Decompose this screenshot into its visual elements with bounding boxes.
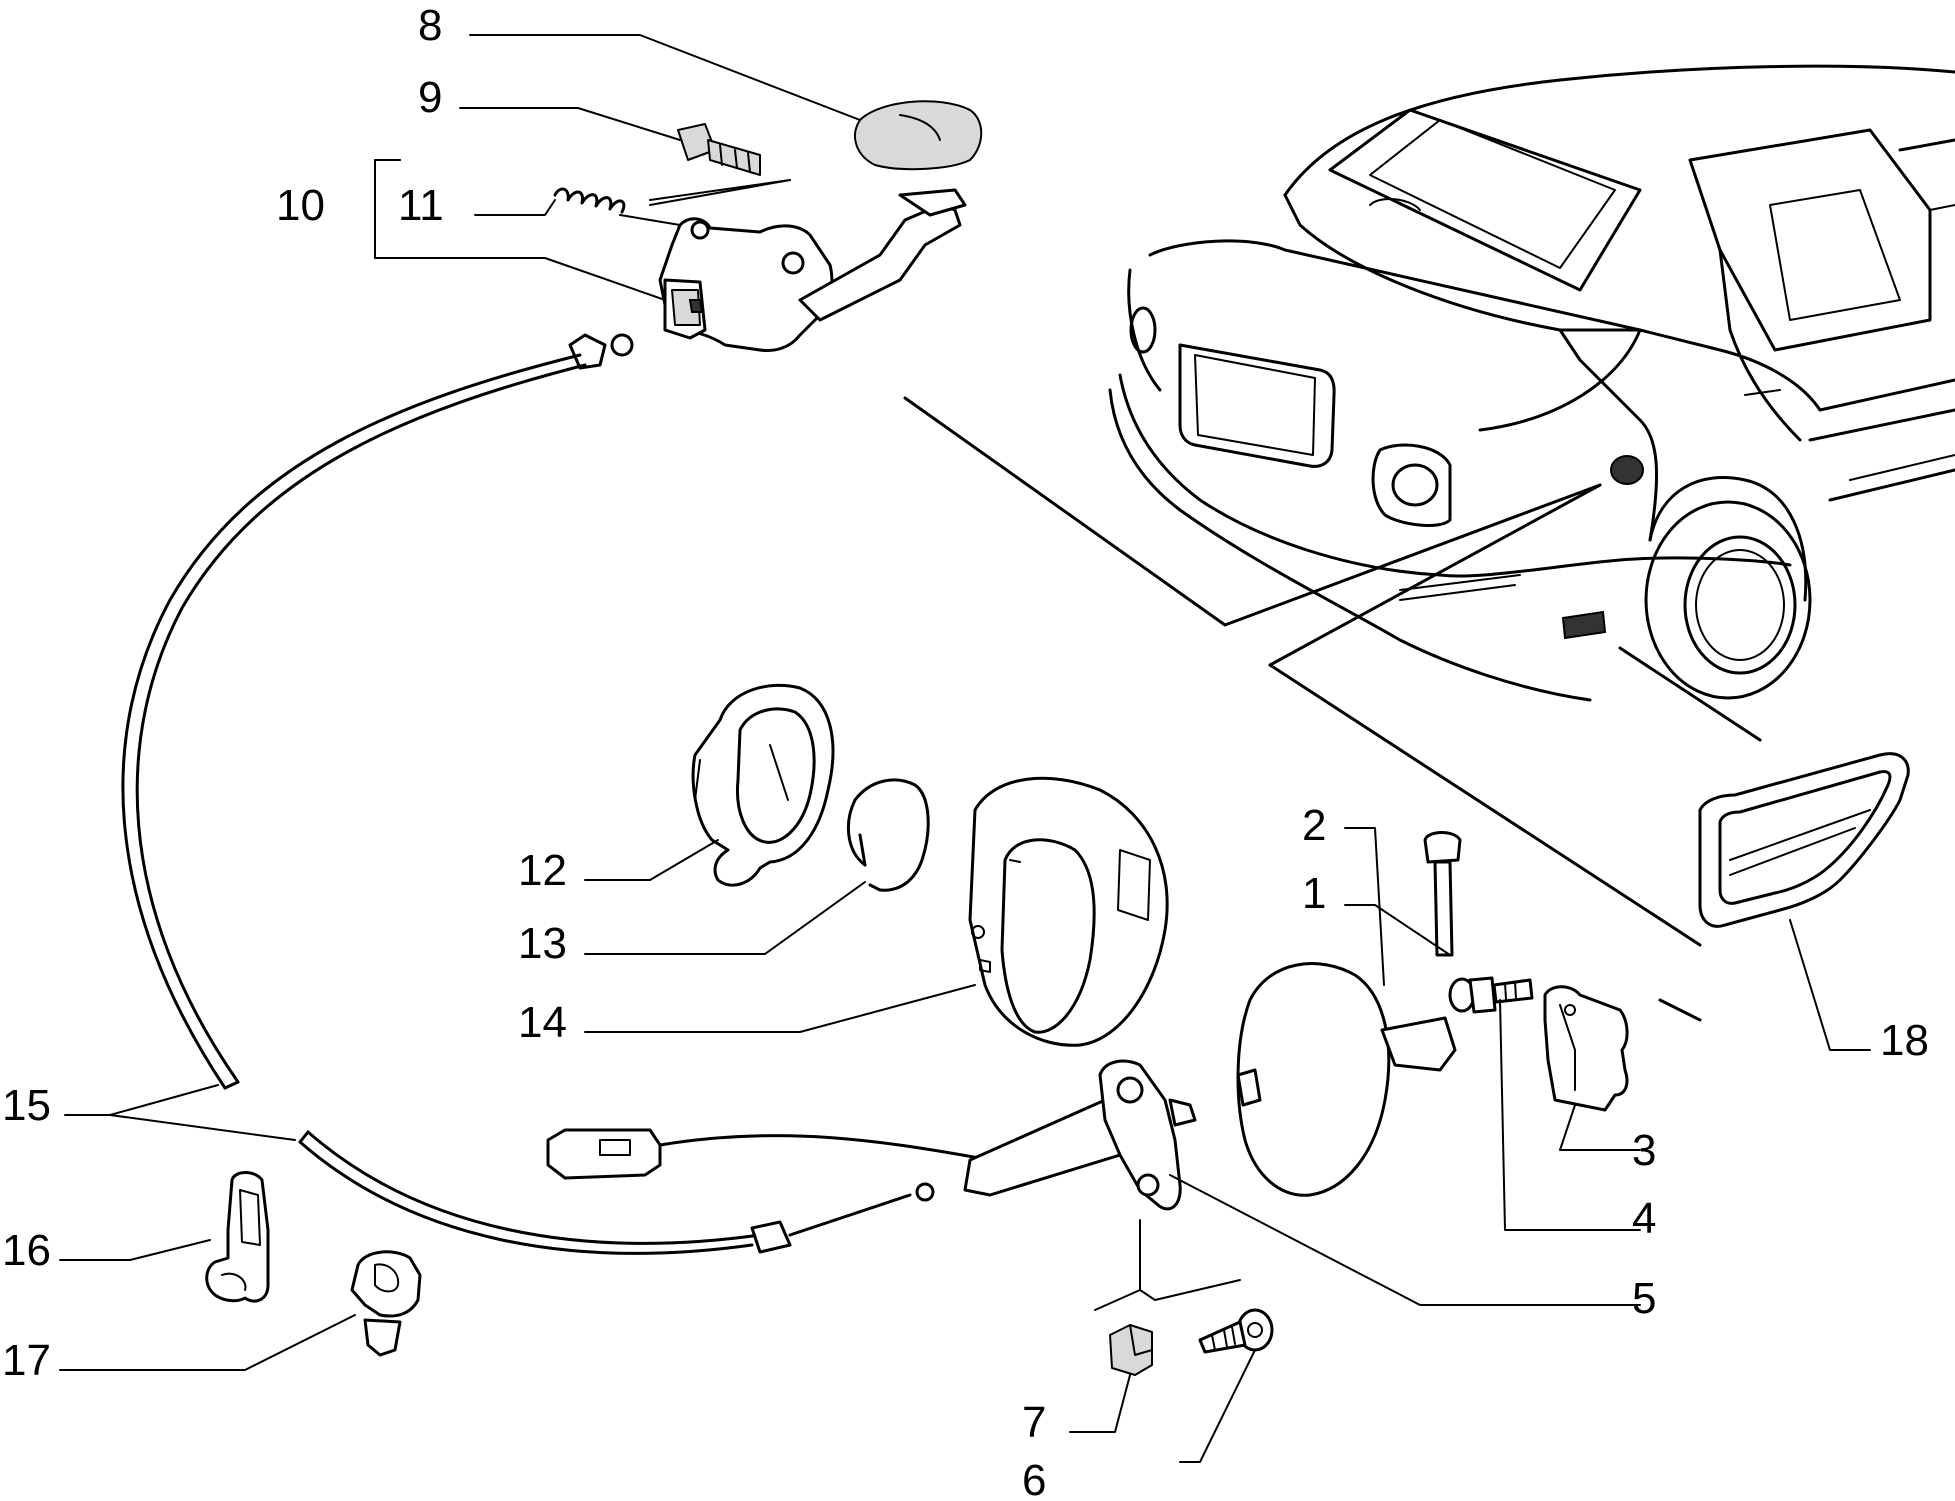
part-2-pin [1423,831,1462,957]
part-3-bracket [1543,985,1629,1112]
part-12-seal [691,683,835,887]
callout-17: 17 [2,1336,51,1385]
part-7-clip-nut [1109,1324,1153,1376]
part-18-side-marker [1698,752,1910,928]
callout-16: 16 [2,1226,51,1275]
callout-leaders [59,34,1871,1463]
callout-5: 5 [1632,1274,1656,1323]
callout-13: 13 [518,919,567,968]
part-13-ring [846,778,930,892]
part-9-screw [649,123,791,201]
part-5-release-lever [546,1059,1197,1211]
callout-7: 7 [1022,1398,1046,1447]
callout-1: 1 [1302,869,1326,918]
callout-4: 4 [1632,1194,1656,1243]
part-1-fuel-flap [1236,962,1457,1197]
callout-8: 8 [418,1,442,50]
part-6-screw [1198,1308,1274,1354]
callout-14: 14 [518,998,567,1047]
callout-15: 15 [2,1081,51,1130]
callout-12: 12 [518,846,567,895]
callout-9: 9 [418,73,442,122]
part-15-release-cable [121,333,935,1255]
part-16-clip [205,1171,270,1303]
part-17-clip [350,1250,422,1357]
part-4-screw-washer [1448,976,1534,1014]
callout-18: 18 [1880,1016,1929,1065]
car-illustration [1108,64,1955,702]
callout-3: 3 [1632,1126,1656,1175]
part-10-lock-assembly [619,188,967,352]
callout-11: 11 [398,181,444,230]
callout-2: 2 [1302,801,1326,850]
callout-6: 6 [1022,1456,1046,1501]
callout-10: 10 [276,181,325,230]
part-14-housing-ring [968,776,1169,1047]
part-8-lock-cover [854,100,983,171]
part-11-spring [553,179,791,214]
car-to-detail-leaders [903,396,1762,1022]
